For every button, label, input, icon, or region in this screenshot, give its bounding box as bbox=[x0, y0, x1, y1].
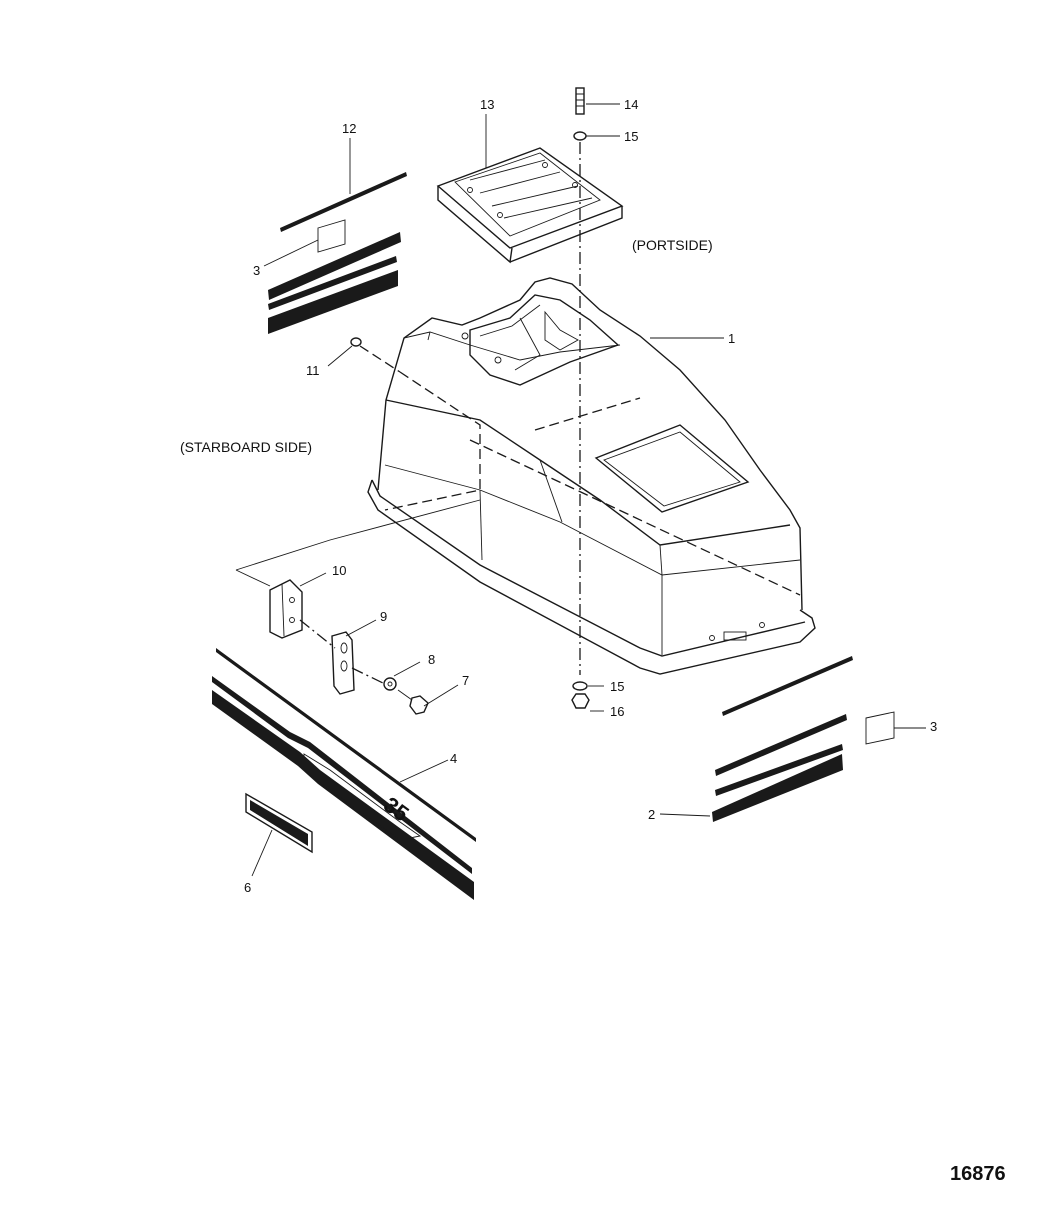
callout-6: 6 bbox=[244, 880, 251, 895]
callout-4: 4 bbox=[450, 751, 457, 766]
callout-3-port: 3 bbox=[930, 719, 937, 734]
callout-15-bottom: 15 bbox=[610, 679, 624, 694]
callout-14: 14 bbox=[624, 97, 638, 112]
fastener-11 bbox=[350, 337, 401, 373]
cover-plate-part bbox=[436, 147, 624, 264]
callout-10: 10 bbox=[332, 563, 346, 578]
portside-label: (PORTSIDE) bbox=[632, 237, 713, 253]
top-cowl-part bbox=[367, 277, 816, 675]
latch-hardware bbox=[235, 499, 481, 715]
starboard-side-label: (STARBOARD SIDE) bbox=[180, 439, 312, 455]
callout-2: 2 bbox=[648, 807, 655, 822]
figure-number: 16876 bbox=[950, 1163, 1006, 1185]
callout-16: 16 bbox=[610, 704, 624, 719]
port-decal-set bbox=[712, 656, 895, 822]
callout-3-starboard: 3 bbox=[253, 263, 260, 278]
callout-12: 12 bbox=[342, 121, 356, 136]
callout-8: 8 bbox=[428, 652, 435, 667]
callout-7: 7 bbox=[462, 673, 469, 688]
leader-lines bbox=[251, 103, 926, 877]
starboard-decal-set bbox=[268, 172, 407, 334]
callout-9: 9 bbox=[380, 609, 387, 624]
name-emblem-part bbox=[245, 792, 313, 854]
fastener-chain bbox=[571, 87, 590, 709]
callout-13: 13 bbox=[480, 97, 494, 112]
side-stripe-decal: 35 bbox=[212, 648, 476, 900]
callout-15-top: 15 bbox=[624, 129, 638, 144]
callout-1: 1 bbox=[728, 331, 735, 346]
callout-11: 11 bbox=[306, 363, 320, 378]
